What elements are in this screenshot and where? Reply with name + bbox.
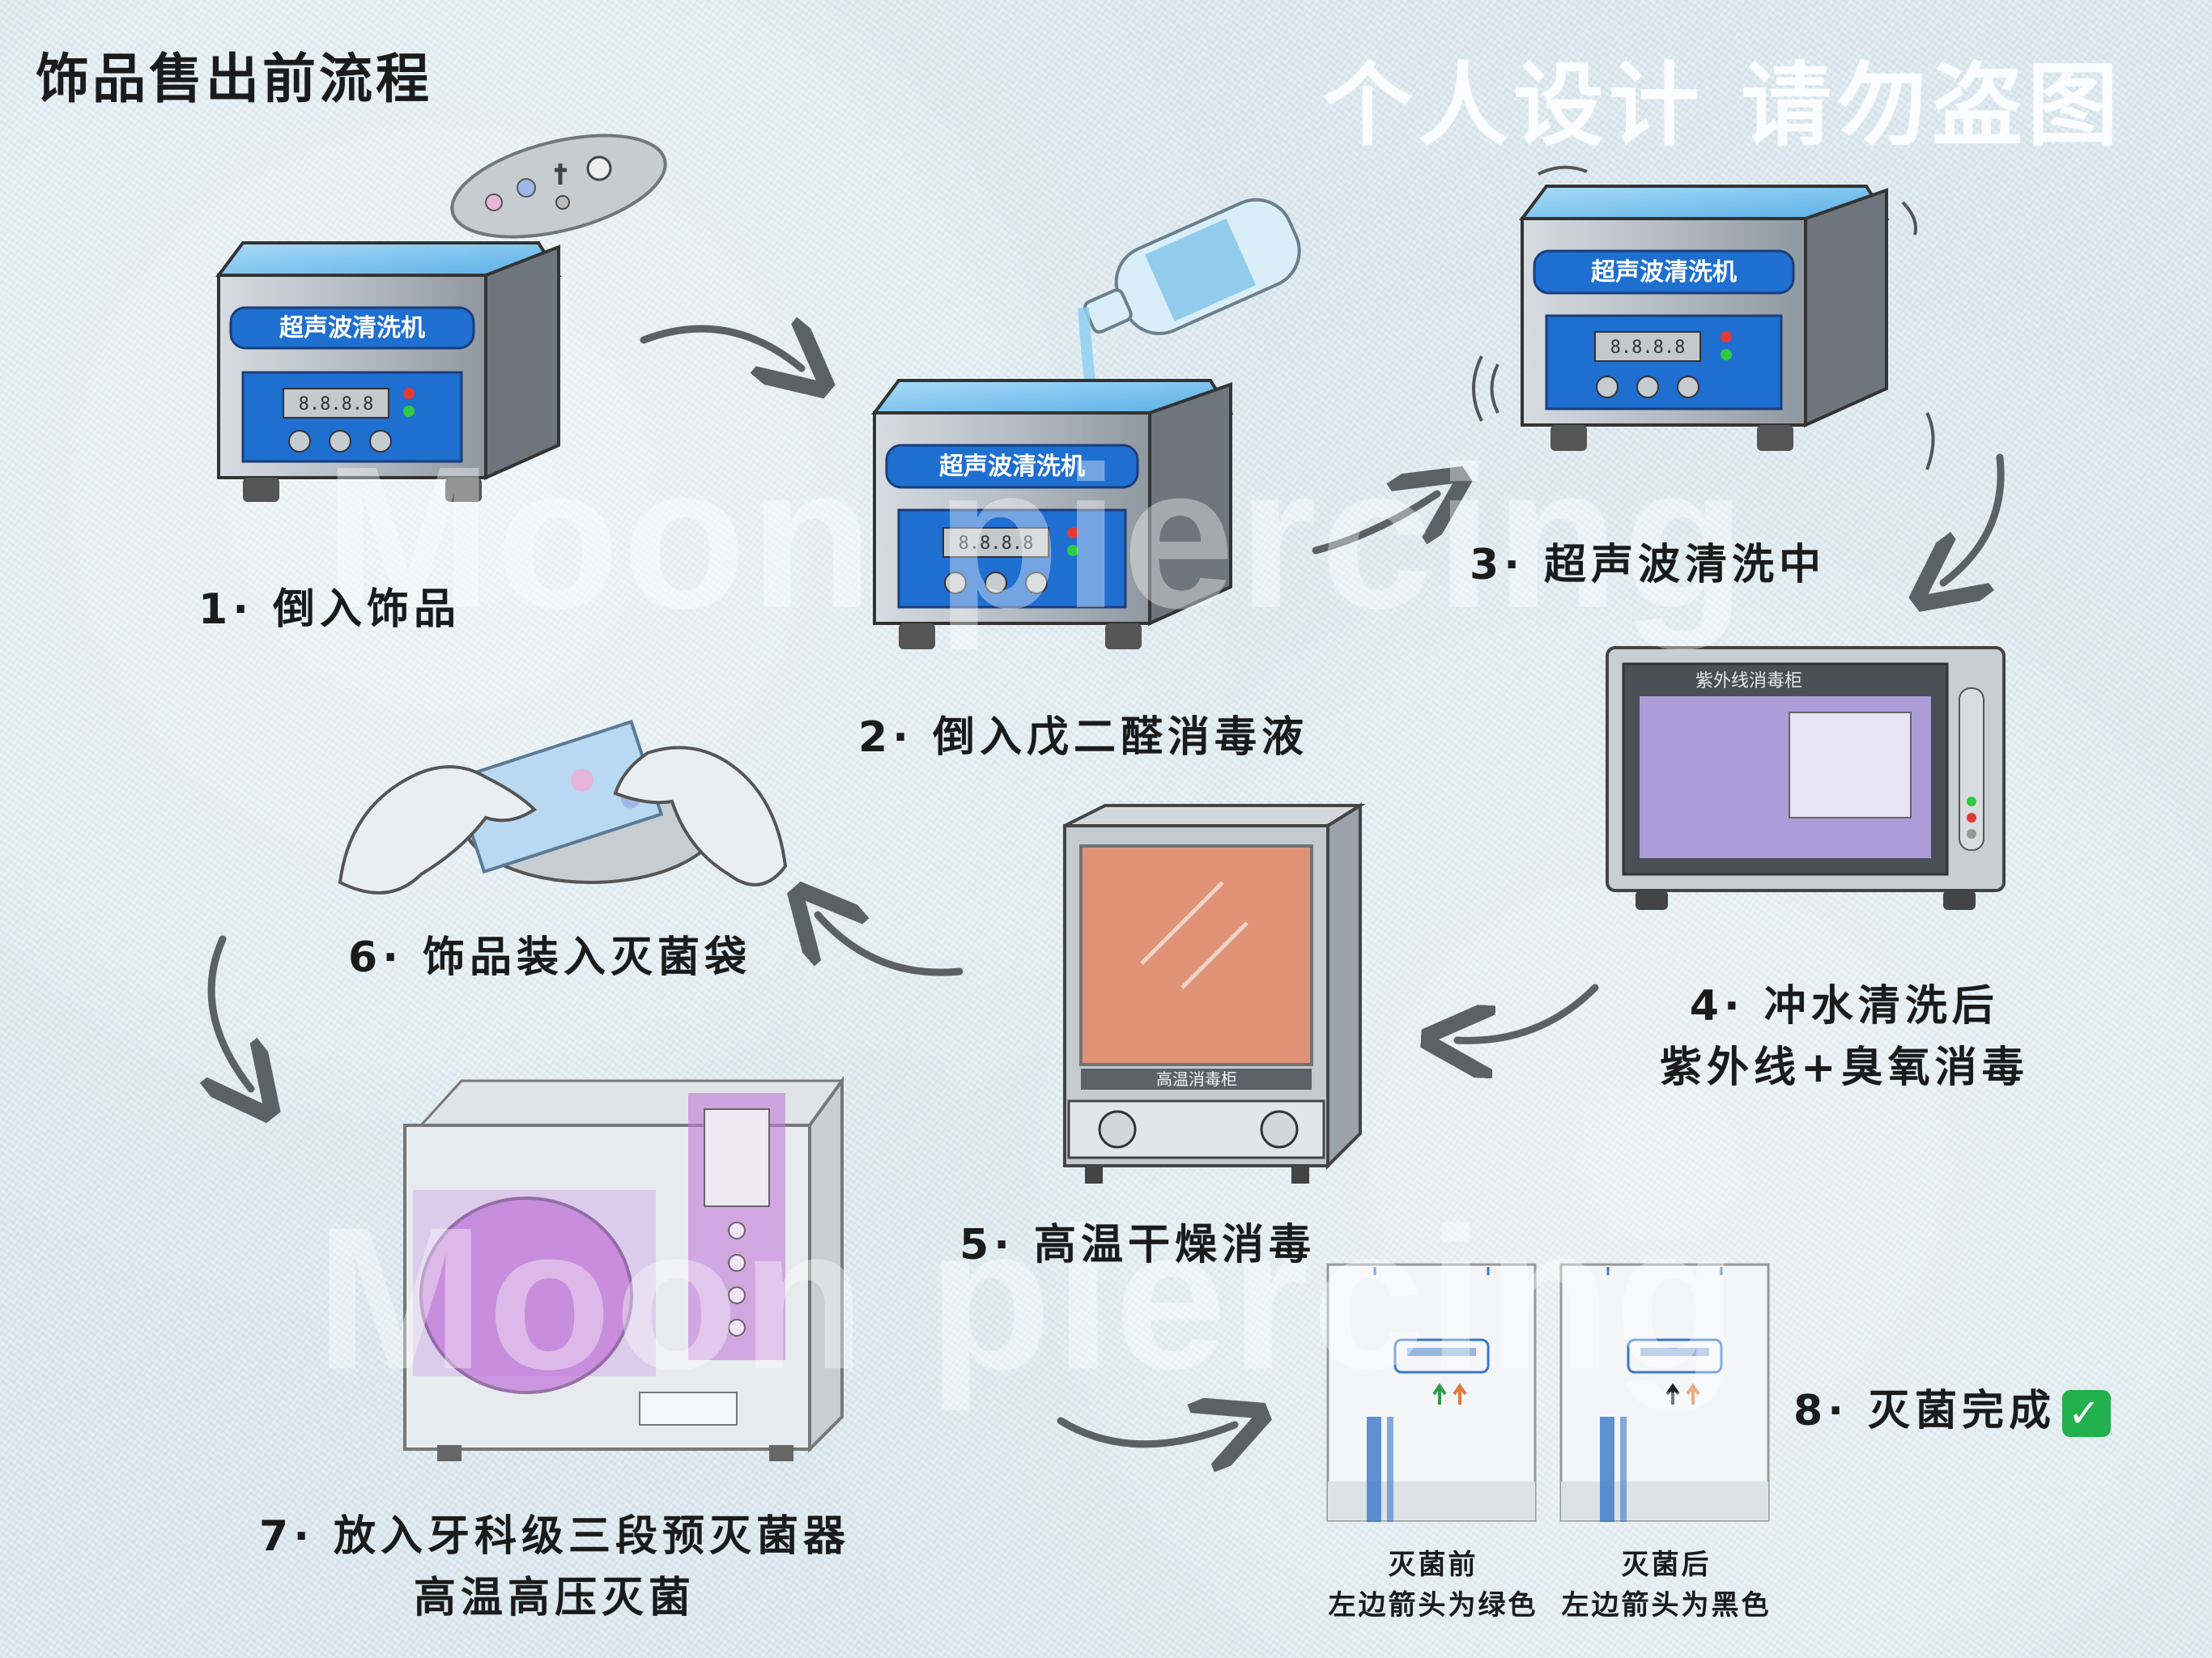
step-text: 冲水清洗后: [1764, 982, 1999, 1031]
flow-arrow-3-4: [1943, 457, 2001, 583]
step-text: 倒入戊二醛消毒液: [933, 713, 1308, 762]
step-number: 1: [198, 585, 232, 634]
checkmark-icon: ✓: [2062, 1390, 2111, 1437]
step-3-label: 3· 超声波清洗中: [1470, 530, 1826, 591]
step-text-line-2: 紫外线+臭氧消毒: [1660, 1037, 2029, 1099]
flow-arrow-4-5: [1457, 988, 1595, 1040]
step-text-line-2: 高温高压灭菌: [259, 1567, 850, 1629]
step-text: 饰品装入灭菌袋: [423, 933, 751, 982]
step-5-label: 5· 高温干燥消毒: [959, 1210, 1316, 1271]
flow-arrow-5-6: [818, 915, 959, 972]
step-text: 放入牙科级三段预灭菌器: [334, 1512, 850, 1561]
flow-arrow-6-7: [211, 939, 251, 1089]
step-1-label: 1· 倒入饰品: [198, 575, 461, 636]
step-number: 5: [959, 1221, 993, 1269]
step-text: 高温干燥消毒: [1034, 1221, 1316, 1269]
step-text: 倒入饰品: [273, 585, 461, 634]
pouch-title: 灭菌前: [1320, 1545, 1546, 1585]
step-number: 8: [1793, 1387, 1827, 1435]
step-number: 4: [1690, 982, 1724, 1031]
pouch-after-caption: 灭菌后 左边箭头为黑色: [1553, 1545, 1780, 1626]
pouch-note: 左边箭头为黑色: [1553, 1585, 1780, 1626]
pouch-title: 灭菌后: [1553, 1545, 1780, 1585]
step-text: 灭菌完成: [1868, 1387, 2056, 1435]
flow-arrow-7-8: [1061, 1421, 1235, 1444]
pouch-before-caption: 灭菌前 左边箭头为绿色: [1320, 1545, 1546, 1626]
flow-arrow-1-2: [644, 329, 802, 368]
step-text: 超声波清洗中: [1544, 541, 1826, 589]
pouch-note: 左边箭头为绿色: [1320, 1585, 1546, 1626]
step-7-label: 7· 放入牙科级三段预灭菌器 高温高压灭菌: [259, 1506, 850, 1629]
step-4-label: 4· 冲水清洗后 紫外线+臭氧消毒: [1660, 976, 2029, 1099]
step-number: 2: [858, 713, 892, 762]
step-number: 6: [348, 933, 382, 982]
step-number: 3: [1470, 541, 1504, 589]
step-8-label: 8· 灭菌完成✓: [1793, 1376, 2111, 1437]
step-2-label: 2· 倒入戊二醛消毒液: [858, 703, 1308, 763]
step-number: 7: [259, 1512, 293, 1561]
step-6-label: 6· 饰品装入灭菌袋: [348, 923, 751, 984]
